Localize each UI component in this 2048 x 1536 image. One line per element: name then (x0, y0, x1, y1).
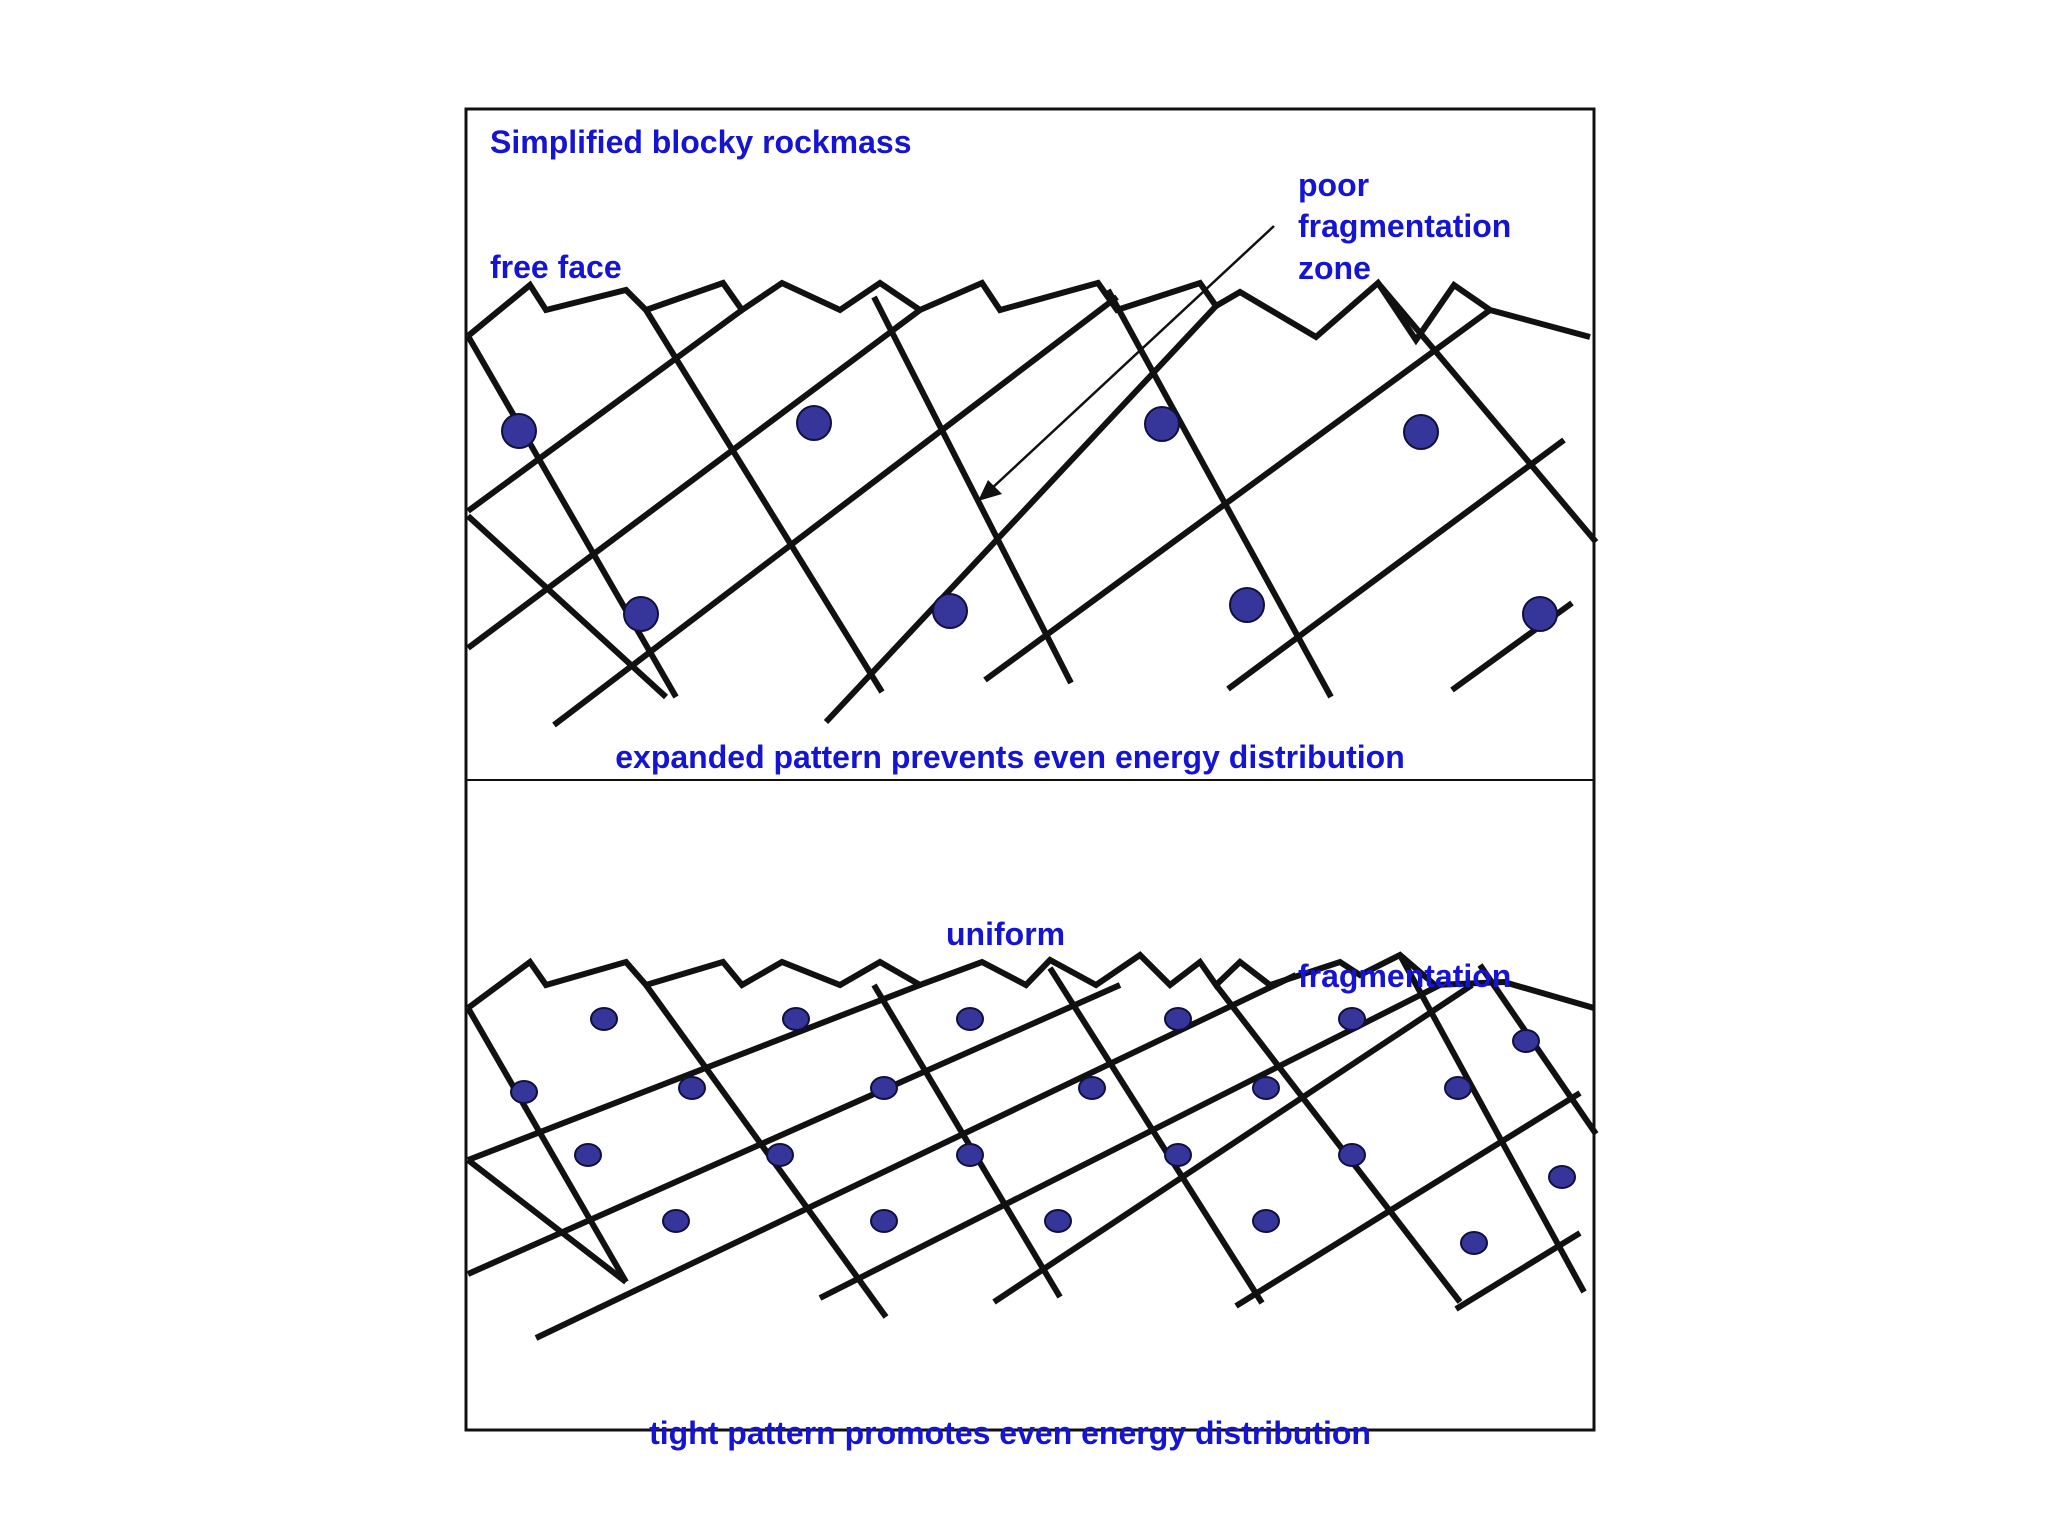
poor-zone-label-line3: zone (1298, 250, 1371, 286)
blasthole (1164, 1143, 1192, 1167)
bottom-free-face-profile (466, 951, 1595, 1011)
blasthole (870, 1076, 898, 1100)
blasthole (1078, 1076, 1106, 1100)
top-panel-caption: expanded pattern prevents even energy di… (615, 739, 1405, 775)
bottom-joint-set-b (466, 972, 1582, 1341)
blasthole (574, 1143, 602, 1167)
bottom-joint-set-a (465, 953, 1599, 1319)
bottom-panel-caption: tight pattern promotes even energy distr… (649, 1415, 1371, 1451)
top-joint-set-b (466, 294, 1574, 728)
free-face-label: free face (490, 249, 622, 285)
blasthole (1338, 1143, 1366, 1167)
blasthole (1044, 1209, 1072, 1233)
top-blastholes (501, 405, 1558, 632)
blasthole (1252, 1076, 1280, 1100)
blasthole (623, 596, 659, 632)
blasthole (1403, 414, 1439, 450)
uniform-label-line1: uniform (946, 916, 1065, 952)
bottom-blastholes (510, 1007, 1576, 1255)
blasthole (782, 1007, 810, 1031)
diagram-title: Simplified blocky rockmass (490, 124, 912, 160)
blasthole (796, 405, 832, 441)
blasthole (956, 1143, 984, 1167)
bottom-panel (465, 951, 1599, 1341)
blasthole (590, 1007, 618, 1031)
blasthole (501, 413, 537, 449)
poor-zone-label-line2: fragmentation (1298, 208, 1511, 244)
blasthole (1460, 1231, 1488, 1255)
blasthole (932, 593, 968, 629)
poor-zone-label-line1: poor (1298, 167, 1369, 203)
blasthole (1444, 1076, 1472, 1100)
top-panel (465, 225, 1599, 728)
blasthole (956, 1007, 984, 1031)
blasthole (510, 1080, 538, 1104)
blasthole (1338, 1007, 1366, 1031)
poor-fragmentation-arrow (978, 225, 1275, 501)
diagram-frame (464, 107, 1596, 1432)
blasthole (662, 1209, 690, 1233)
blasthole (1512, 1029, 1540, 1053)
blasthole (1164, 1007, 1192, 1031)
blasthole (1522, 596, 1558, 632)
blasthole (870, 1209, 898, 1233)
top-joint-set-a (465, 281, 1599, 700)
blasthole (1144, 406, 1180, 442)
blasthole (1229, 587, 1265, 623)
labels: Simplified blocky rockmass free face poo… (490, 124, 1511, 1451)
blasthole (1548, 1165, 1576, 1189)
blasthole (766, 1143, 794, 1167)
blasthole (1252, 1209, 1280, 1233)
blasthole (678, 1076, 706, 1100)
uniform-label-line2: fragmentation (1298, 958, 1511, 994)
